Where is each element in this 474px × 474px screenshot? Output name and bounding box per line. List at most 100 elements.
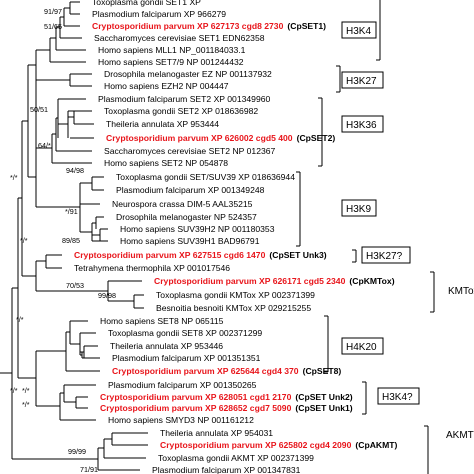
taxon-label-cryptosporidium: Cryptosporidium parvum XP 626171 cgd5 23… [154, 276, 395, 286]
taxon-label-cryptosporidium: Cryptosporidium parvum XP 628652 cgd7 50… [100, 403, 353, 413]
taxon-label: Plasmodium falciparum XP 966279 [92, 9, 226, 19]
taxon-label: Homo sapiens SUV39H2 NP 001180353 [120, 224, 275, 234]
taxon-label: Homo sapiens SET7/9 NP 001244432 [98, 57, 244, 67]
taxon-name: Toxoplasma gondii SET2 XP 018636982 [104, 106, 258, 116]
taxon-name: Plasmodium falciparum XP 966279 [92, 9, 226, 19]
taxon-name: Homo sapiens MLL1 NP_001184033.1 [98, 45, 246, 55]
group-label-box [377, 387, 420, 405]
taxon-name: Theileria annulata XP 953446 [110, 341, 223, 351]
taxon-name: Toxoplasma gondii KMTox XP 002371399 [156, 290, 315, 300]
support-value: 71/91 [80, 465, 98, 474]
taxon-label: Homo sapiens EZH2 NP 004447 [104, 81, 229, 91]
support-value: 50/51 [30, 105, 48, 114]
support-value: */* [10, 173, 18, 182]
group-label: H3K36 [346, 120, 377, 131]
taxon-label-cryptosporidium: Cryptosporidium parvum XP 627173 cgd8 27… [92, 21, 326, 31]
taxon-label: Tetrahymena thermophila XP 001017546 [74, 263, 230, 273]
taxon-label: Plasmodium falciparum XP 001351351 [112, 353, 261, 363]
taxon-label: Drosophila melanogaster NP 524357 [116, 212, 257, 222]
taxon-name: Cryptosporidium parvum XP 625802 cgd4 20… [160, 440, 352, 450]
taxon-name: Neurospora crassa DIM-5 AAL35215 [112, 199, 253, 209]
protein-short-name: (CpSET Unk2) [295, 392, 352, 402]
group-label: H3K4 [346, 26, 371, 37]
taxon-name: Cryptosporidium parvum XP 626171 cgd5 23… [154, 276, 346, 286]
taxon-label: Toxoplasma gondii KMTox XP 002371399 [156, 290, 315, 300]
support-value: 94/98 [66, 166, 84, 175]
support-values: 91/9751/6550/5164/*94/98*/9189/85*/*70/5… [10, 7, 116, 474]
group-label-box [341, 115, 384, 133]
taxon-label: Saccharomyces cerevisiae SET1 EDN62358 [94, 33, 265, 43]
taxon-label: Plasmodium falciparum XP 001349248 [116, 185, 265, 195]
group-label: H3K9 [346, 204, 371, 215]
group-label-box [341, 71, 384, 89]
taxon-name: Drosophila melanogaster EZ NP 001137932 [104, 69, 272, 79]
taxon-name: Toxoplasma gondii AKMT XP 002371399 [158, 453, 314, 463]
taxon-label: Homo sapiens SET8 NP 065115 [100, 316, 224, 326]
group-brackets [296, 0, 435, 474]
group-label: H4K20 [346, 342, 377, 353]
protein-short-name: (CpSET1) [287, 21, 326, 31]
taxon-label: Homo sapiens MLL1 NP_001184033.1 [98, 45, 246, 55]
group-label: H3K4? [382, 392, 413, 403]
taxon-name: Toxoplasma gondii SET1 XP [92, 0, 201, 7]
group-label-box [341, 337, 384, 355]
taxon-name: Homo sapiens SET2 NP 054878 [104, 158, 228, 168]
taxon-name: Besnoitia besnoiti KMTox XP 029215255 [156, 303, 311, 313]
taxon-name: Plasmodium falciparum SET2 XP 001349960 [98, 94, 271, 104]
taxon-name: Saccharomyces cerevisiae SET2 NP 012367 [104, 146, 276, 156]
group-label: AKMT [446, 430, 474, 441]
taxon-name: Plasmodium falciparum XP 001350265 [108, 380, 257, 390]
taxon-name: Homo sapiens SMYD3 NP 001161212 [108, 415, 254, 425]
taxon-name: Homo sapiens SET7/9 NP 001244432 [98, 57, 244, 67]
group-label: H3K27 [346, 76, 377, 87]
support-value: */* [22, 386, 30, 395]
taxon-label: Plasmodium falciparum XP 001347831 [152, 465, 301, 474]
taxon-name: Cryptosporidium parvum XP 627515 cgd6 14… [74, 250, 266, 260]
taxon-name: Plasmodium falciparum XP 001349248 [116, 185, 265, 195]
taxon-name: Drosophila melanogaster NP 524357 [116, 212, 257, 222]
taxon-name: Cryptosporidium parvum XP 628051 cgd1 21… [100, 392, 292, 402]
taxon-label: Neurospora crassa DIM-5 AAL35215 [112, 199, 253, 209]
taxon-label: Homo sapiens SMYD3 NP 001161212 [108, 415, 254, 425]
taxon-label-cryptosporidium: Cryptosporidium parvum XP 625802 cgd4 20… [160, 440, 398, 450]
taxon-label-cryptosporidium: Cryptosporidium parvum XP 625644 cgd4 37… [112, 366, 341, 376]
taxon-label: Toxoplasma gondii SET/SUV39 XP 018636944 [116, 172, 295, 182]
taxon-name: Toxoplasma gondii SET/SUV39 XP 018636944 [116, 172, 295, 182]
taxon-name: Toxoplasma gondii SET8 XP 002371299 [108, 328, 262, 338]
group-labels: H3K4H3K27H3K36H3K9H3K27?KMToxH4K20H3K4?A… [346, 26, 474, 441]
taxon-label: Plasmodium falciparum SET2 XP 001349960 [98, 94, 271, 104]
group-label-box [341, 21, 377, 39]
taxon-label: Plasmodium falciparum XP 001350265 [108, 380, 257, 390]
taxon-label-cryptosporidium: Cryptosporidium parvum XP 628051 cgd1 21… [100, 392, 353, 402]
protein-short-name: (CpSET Unk3) [269, 250, 326, 260]
group-label: H3K27? [366, 251, 403, 262]
protein-short-name: (CpSET Unk1) [295, 403, 352, 413]
taxon-label: Toxoplasma gondii SET8 XP 002371299 [108, 328, 262, 338]
support-value: */* [20, 236, 28, 245]
taxon-label: Theileria annulata XP 953446 [110, 341, 223, 351]
taxon-label: Theileria annulata XP 954031 [160, 428, 273, 438]
taxon-name: Homo sapiens EZH2 NP 004447 [104, 81, 229, 91]
taxon-name: Homo sapiens SET8 NP 065115 [100, 316, 224, 326]
taxon-label: Homo sapiens SUV39H1 BAD96791 [120, 236, 260, 246]
taxon-label: Drosophila melanogaster EZ NP 001137932 [104, 69, 272, 79]
support-value: */* [16, 315, 24, 324]
taxon-labels: Toxoplasma gondii SET1 XP Plasmodium falc… [74, 0, 398, 474]
taxon-label: Toxoplasma gondii SET2 XP 018636982 [104, 106, 258, 116]
support-value: 99/99 [68, 447, 86, 456]
taxon-label-cryptosporidium: Cryptosporidium parvum XP 626002 cgd5 40… [106, 133, 335, 143]
support-value: 91/97 [44, 7, 62, 16]
taxon-label: Toxoplasma gondii AKMT XP 002371399 [158, 453, 314, 463]
taxon-name: Cryptosporidium parvum XP 628652 cgd7 50… [100, 403, 292, 413]
support-value: 70/53 [66, 281, 84, 290]
support-value: 64/* [38, 141, 51, 150]
taxon-name: Cryptosporidium parvum XP 626002 cgd5 40… [106, 133, 293, 143]
tree-branches [0, 1, 148, 471]
taxon-name: Cryptosporidium parvum XP 627173 cgd8 27… [92, 21, 284, 31]
protein-short-name: (CpAKMT) [355, 440, 397, 450]
support-value: */91 [65, 207, 78, 216]
taxon-label: Theileria annulata XP 953444 [106, 119, 219, 129]
taxon-name: Theileria annulata XP 953444 [106, 119, 219, 129]
protein-short-name: (CpKMTox) [349, 276, 394, 286]
